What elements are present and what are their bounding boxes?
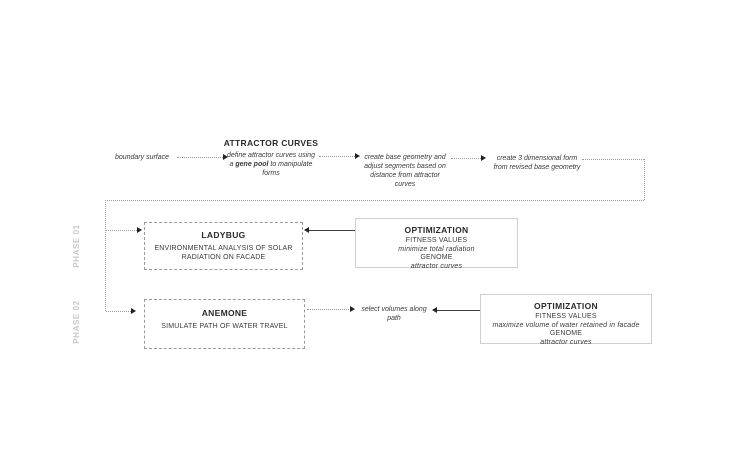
optimization1-fitness-value: minimize total radiation (398, 245, 475, 253)
anemone-box: ANEMONE SIMULATE PATH OF WATER TRAVEL (144, 299, 305, 349)
optimization2-fitness-label: FITNESS VALUES (535, 313, 597, 320)
base-geometry-note: create base geometry and adjust segments… (361, 153, 449, 189)
optimization2-genome-label: GENOME (549, 330, 583, 337)
ladybug-desc-line2: RADIATION ON FACADE (181, 253, 266, 261)
ladybug-desc-line1: ENVIRONMENTAL ANALYSIS OF SOLAR (154, 245, 293, 252)
dimensional-form-note: create 3 dimensional form from revised b… (489, 154, 585, 172)
arrowhead-right-icon (350, 306, 355, 312)
gene-pool-emphasis: gene pool (235, 161, 269, 168)
ladybug-description: ENVIRONMENTAL ANALYSIS OF SOLAR RADIATIO… (145, 245, 302, 262)
optimization1-connector-solid (309, 230, 355, 231)
optimization1-fitness-label: FITNESS VALUES (405, 237, 468, 244)
ladybug-title: LADYBUG (201, 230, 246, 240)
loop-connector-right (644, 159, 645, 200)
phase-01-label: PHASE 01 (72, 224, 81, 268)
boundary-surface-label: boundary surface (114, 154, 170, 161)
connector-dotted (319, 156, 355, 157)
optimization1-box: OPTIMIZATION FITNESS VALUES minimize tot… (355, 218, 518, 271)
optimization2-title: OPTIMIZATION (534, 301, 598, 311)
base-geometry-line3: distance from attractor (370, 172, 440, 179)
anemone-title: ANEMONE (201, 308, 248, 318)
arrowhead-left-icon (304, 227, 309, 233)
arrowhead-right-icon (223, 154, 228, 160)
branch-phase1-dotted (106, 230, 137, 231)
optimization2-details: FITNESS VALUES maximize volume of water … (481, 313, 651, 347)
anemone-out-dotted (307, 309, 351, 310)
connector-dotted (177, 157, 223, 158)
loop-connector-top (582, 159, 644, 160)
optimization1-genome-value: attractor curves (410, 262, 463, 270)
attractor-curves-description: define attractor curves using a gene poo… (221, 151, 321, 178)
anemone-desc-line1: SIMULATE PATH OF WATER TRAVEL (161, 323, 288, 330)
attractor-desc-line3: forms (262, 170, 280, 177)
optimization2-connector-solid (437, 310, 480, 311)
attractor-curves-title: ATTRACTOR CURVES (223, 138, 319, 148)
anemone-description: SIMULATE PATH OF WATER TRAVEL (145, 323, 304, 332)
optimization1-genome-label: GENOME (420, 254, 453, 261)
base-geometry-line2: adjust segments based on (364, 163, 446, 170)
dimensional-form-line2: from revised base geometry (493, 164, 581, 171)
phase-02-label: PHASE 02 (72, 300, 81, 344)
connector-dotted (451, 158, 481, 159)
dimensional-form-line1: create 3 dimensional form (496, 155, 578, 162)
attractor-desc-line1: define attractor curves using (227, 152, 315, 159)
branch-phase2-dotted (106, 311, 131, 312)
base-geometry-line1: create base geometry and (364, 154, 446, 161)
arrowhead-left-icon (432, 307, 437, 313)
arrowhead-right-icon (131, 308, 136, 314)
loop-connector-left (105, 200, 106, 311)
ladybug-box: LADYBUG ENVIRONMENTAL ANALYSIS OF SOLAR … (144, 222, 303, 270)
optimization2-genome-value: attractor curves (540, 338, 592, 346)
optimization2-box: OPTIMIZATION FITNESS VALUES maximize vol… (480, 294, 652, 347)
base-geometry-line4: curves (394, 181, 416, 188)
arrowhead-right-icon (481, 155, 486, 161)
arrowhead-right-icon (355, 153, 360, 159)
loop-connector-horizontal (105, 200, 644, 201)
optimization2-fitness-value: maximize volume of water retained in fac… (492, 321, 640, 329)
optimization1-details: FITNESS VALUES minimize total radiation … (356, 237, 517, 271)
select-volumes-note: select volumes along path (361, 306, 427, 322)
attractor-curves-step: ATTRACTOR CURVES define attractor curves… (221, 138, 321, 178)
attractor-desc-line2: a gene pool to manipulate (229, 161, 313, 168)
arrowhead-right-icon (137, 227, 142, 233)
optimization1-title: OPTIMIZATION (404, 225, 469, 235)
